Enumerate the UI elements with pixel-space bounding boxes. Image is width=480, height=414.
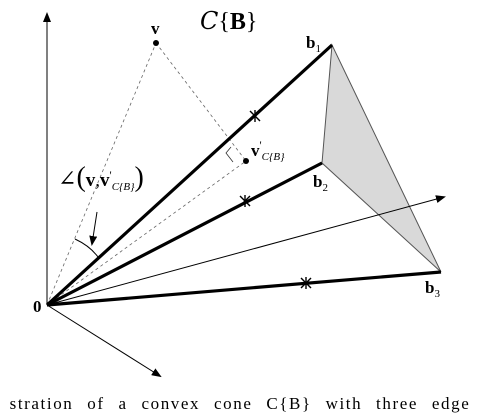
point-v — [153, 40, 159, 46]
label-b3-letter: b — [425, 278, 435, 297]
cone-face-shaded — [321, 43, 442, 273]
dashed-origin-to-projection — [46, 160, 247, 306]
label-b3-sub: 3 — [434, 288, 440, 300]
label-b1: b1 — [306, 33, 321, 55]
cone-title-script-c: C — [200, 7, 219, 35]
label-b3: b3 — [425, 278, 440, 300]
point-v-projection — [243, 158, 249, 164]
angle-open-paren: ( — [76, 162, 86, 193]
angle-v2: v — [100, 170, 110, 191]
star-marker-b3 — [300, 277, 312, 289]
label-b2-sub: 2 — [322, 182, 328, 194]
angle-comma: , — [95, 170, 101, 191]
axis-diagonal-down — [46, 304, 162, 378]
angle-v: v — [85, 170, 96, 191]
edge-b1 — [45, 43, 334, 307]
angle-arc — [74, 238, 99, 258]
cone-title-b: B — [229, 9, 246, 35]
label-b1-sub: 1 — [315, 43, 321, 55]
label-b1-letter: b — [306, 33, 316, 52]
star-marker-b2 — [239, 195, 251, 207]
label-vproj-sub: C{B} — [261, 151, 285, 163]
label-v: v — [151, 19, 160, 38]
label-b2: b2 — [313, 172, 328, 194]
axis-diagonal-up — [46, 195, 446, 306]
dashed-v-to-projection — [155, 42, 247, 162]
label-v-projection: v'C{B} — [251, 139, 285, 163]
label-angle: ∠(v,v'C{B}) — [58, 162, 144, 193]
angle-pointer-arrow — [89, 211, 98, 246]
label-vproj-prime: ' — [259, 138, 262, 152]
angle-close-paren: ) — [134, 162, 144, 193]
dashed-origin-to-v — [46, 42, 157, 306]
angle-v2-sub: C{B} — [111, 181, 135, 193]
label-vproj-letter: v — [251, 141, 260, 160]
angle-v2-prime: ' — [109, 168, 112, 182]
star-marker-b1 — [249, 110, 261, 122]
cone-title-close-brace: } — [245, 9, 258, 35]
label-b2-letter: b — [313, 172, 323, 191]
cone-title-open-brace: { — [218, 9, 230, 35]
label-origin: 0 — [33, 297, 42, 316]
figure-caption: stration of a convex cone C{B} with thre… — [9, 394, 471, 413]
angle-symbol: ∠ — [58, 166, 77, 191]
cone-title: C{B} — [200, 9, 257, 34]
edge-b2 — [46, 161, 323, 307]
right-angle-marker — [225, 146, 234, 163]
edge-b3 — [46, 270, 442, 307]
